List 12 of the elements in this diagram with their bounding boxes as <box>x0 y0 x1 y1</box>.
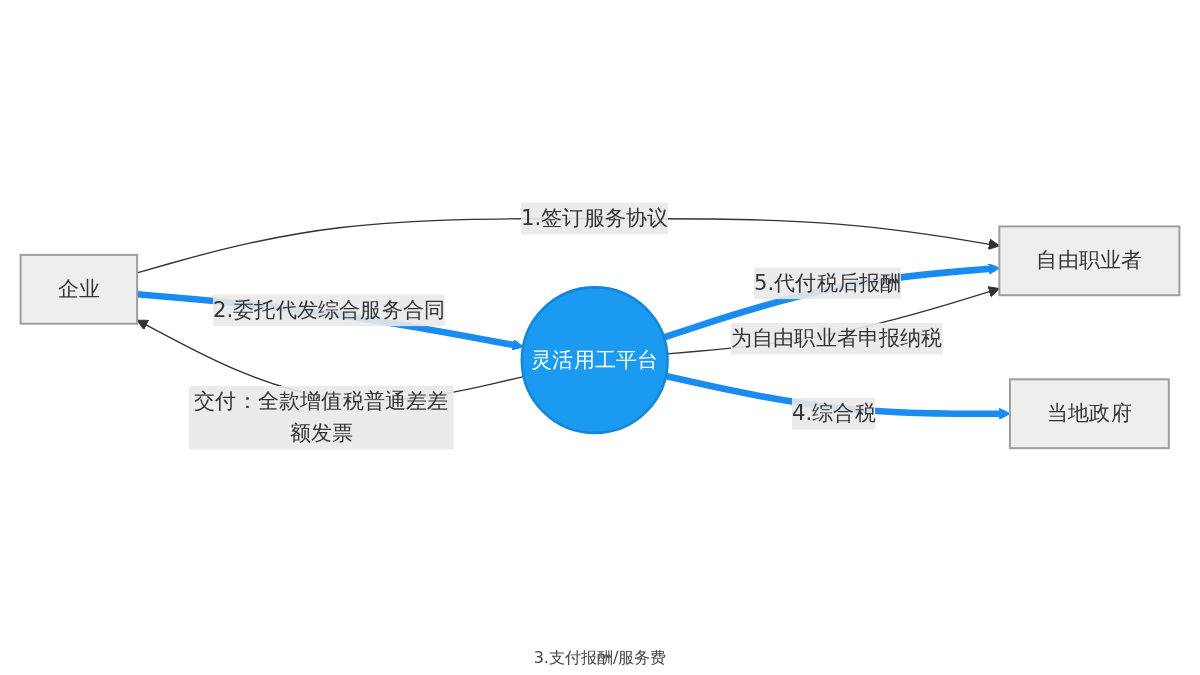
edge-label: 交付：全款增值税普通差差额发票 <box>194 388 449 446</box>
edge-label: 为自由职业者申报纳税 <box>730 325 943 351</box>
edge-label: 2.委托代发综合服务合同 <box>213 297 446 323</box>
edge-label: 5.代付税后报酬 <box>754 270 902 296</box>
edge-label: 1.签订服务协议 <box>521 205 669 231</box>
node-box: 企业 <box>19 253 139 325</box>
edge-label: 4.综合税 <box>791 400 876 426</box>
node-circle: 灵活用工平台 <box>520 286 669 435</box>
node-box: 当地政府 <box>1008 378 1170 450</box>
arrow <box>662 263 1000 341</box>
note-text: 3.支付报酬/服务费 <box>533 648 667 669</box>
node-box: 自由职业者 <box>998 225 1181 297</box>
